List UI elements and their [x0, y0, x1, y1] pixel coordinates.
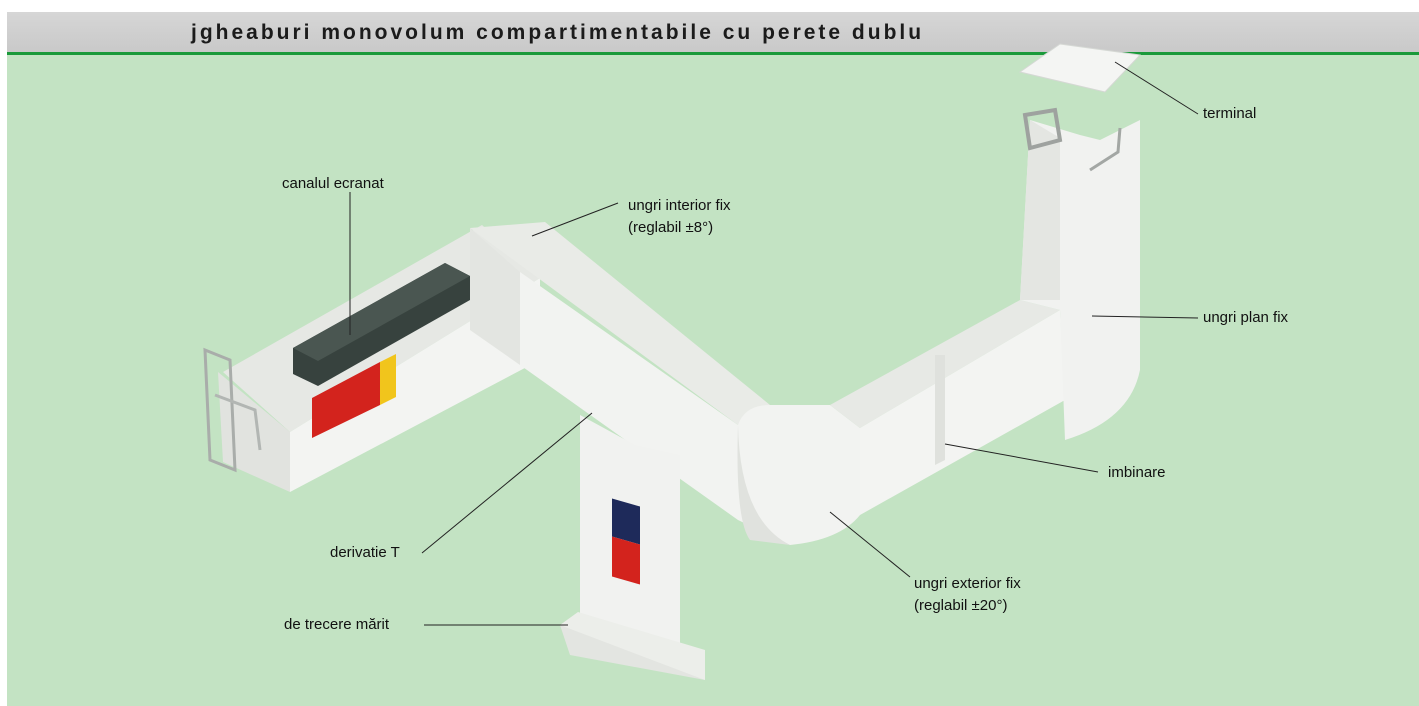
yellow-marker	[380, 354, 396, 405]
label-ungri-interior-line2: (reglabil ±8°)	[628, 219, 714, 236]
red-marker-2	[612, 536, 640, 585]
outer-corner	[737, 405, 860, 545]
title-underline	[7, 52, 1419, 55]
label-de-trecere: de trecere mărit	[284, 616, 390, 633]
vertical-riser	[1020, 120, 1140, 440]
central-trunking-run	[470, 222, 770, 520]
label-imbinare: imbinare	[1108, 464, 1166, 481]
navy-marker	[612, 498, 640, 545]
title-bar	[7, 12, 1419, 52]
label-ungri-exterior-line2: (reglabil ±20°)	[914, 597, 1008, 614]
leader-lines	[349, 61, 1199, 626]
label-ungri-exterior-line1: ungri exterior fix	[914, 575, 1021, 592]
page-title: jgheaburi monovolum compartimentabile cu…	[191, 21, 925, 44]
shielded-channel	[293, 263, 470, 386]
label-ungri-interior-line1: ungri interior fix	[628, 197, 731, 214]
right-trunking-run	[830, 300, 1065, 515]
label-terminal: terminal	[1203, 105, 1257, 122]
terminal-cap	[1018, 43, 1142, 172]
label-canalul-ecranat: canalul ecranat	[282, 175, 384, 192]
label-ungri-plan: ungri plan fix	[1203, 309, 1289, 326]
red-marker	[312, 362, 380, 438]
label-derivatie-t: derivatie T	[330, 544, 400, 561]
